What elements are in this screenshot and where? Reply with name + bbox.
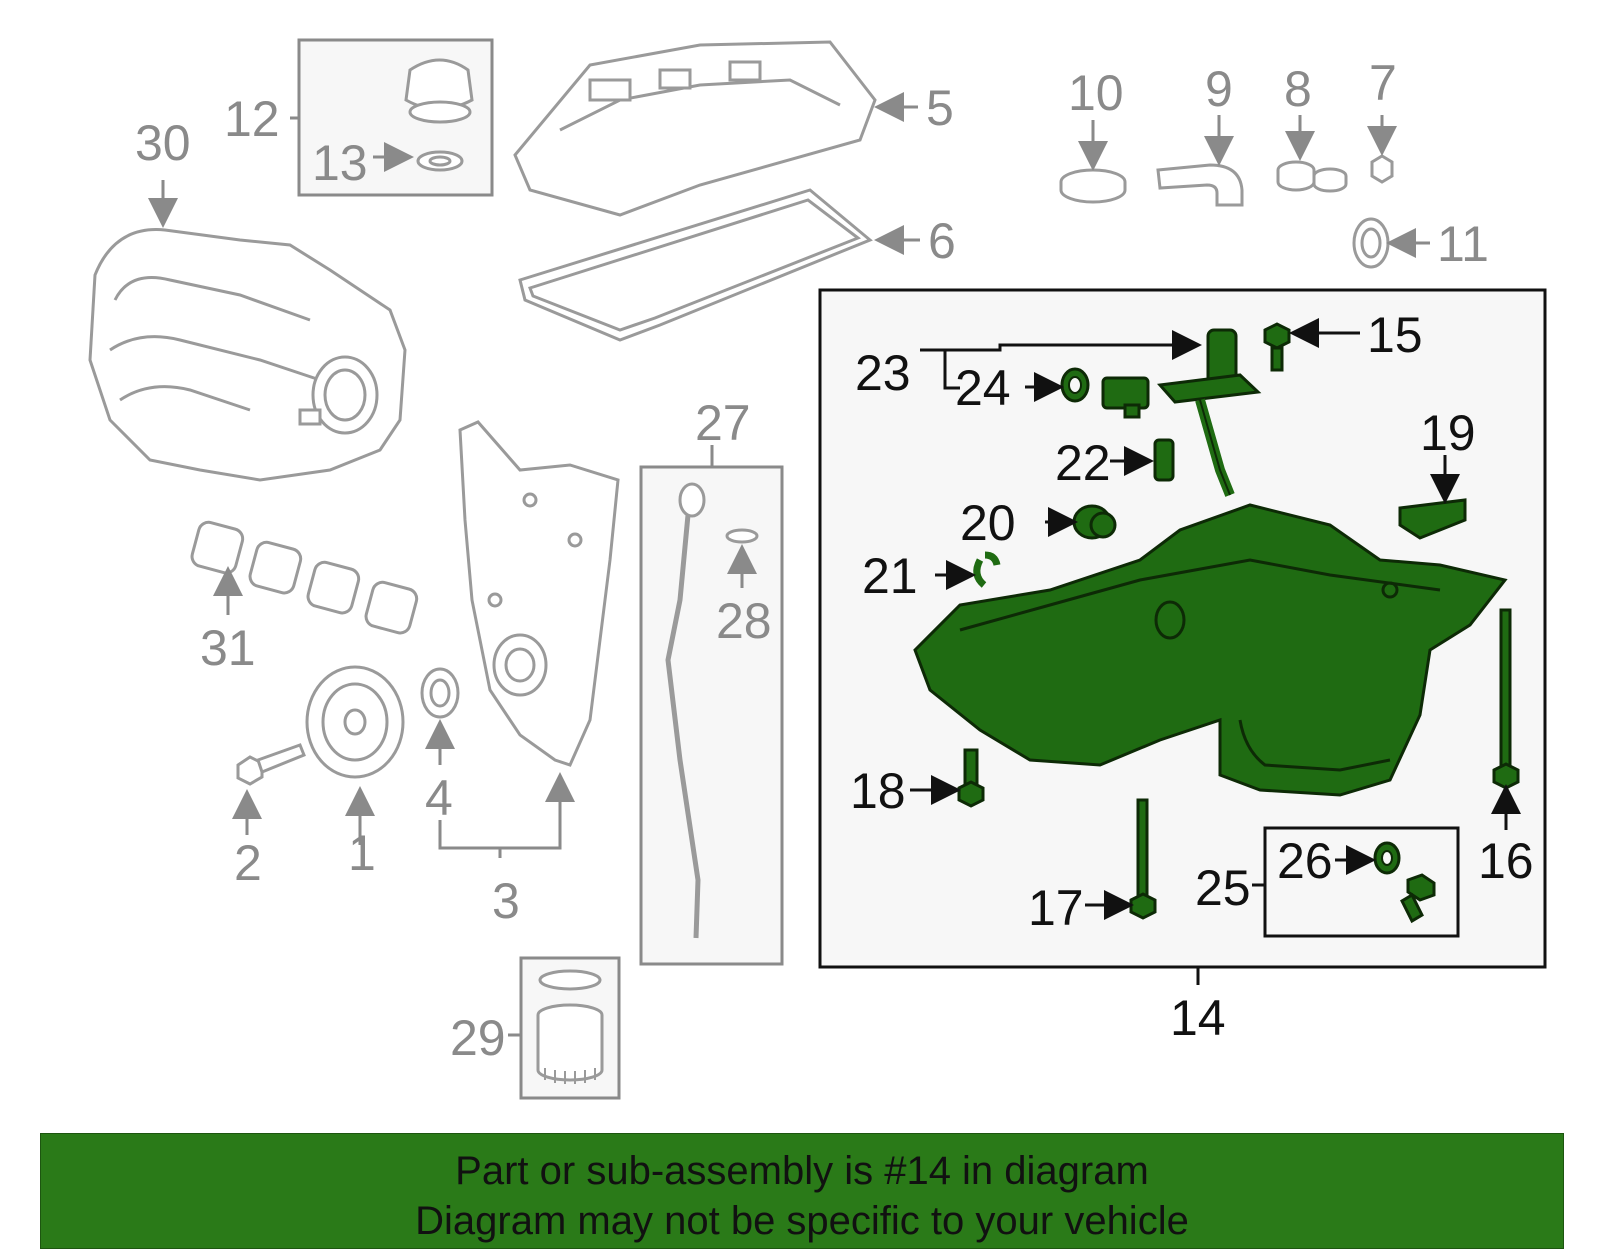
callout-3: 3 (492, 873, 520, 929)
bolt-16[interactable] (1492, 608, 1520, 790)
callout-24: 24 (955, 360, 1011, 416)
plug-7 (1370, 154, 1394, 184)
callout-23: 23 (855, 345, 911, 401)
plug-10 (1059, 168, 1127, 204)
drain-plug-gasket-26[interactable] (1373, 841, 1401, 875)
seal-11 (1352, 217, 1390, 269)
callout-11: 11 (1437, 216, 1489, 272)
crankshaft-pulley (305, 665, 405, 779)
callout-31: 31 (200, 620, 256, 676)
intake-gasket (190, 520, 419, 635)
oil-pan[interactable] (913, 503, 1508, 797)
intake-manifold (88, 228, 407, 482)
callout-17: 17 (1028, 880, 1084, 936)
callout-10: 10 (1068, 65, 1124, 121)
valve-cover-gasket (518, 188, 873, 342)
callout-19: 19 (1420, 405, 1476, 461)
callout-21: 21 (862, 548, 918, 604)
oil-filter (536, 969, 604, 1084)
callout-5: 5 (926, 80, 954, 136)
drain-plug-25[interactable] (1400, 873, 1436, 924)
callout-27: 27 (695, 395, 751, 451)
callout-15: 15 (1367, 307, 1423, 363)
oil-filler-cap-group (297, 38, 494, 197)
valve-cover (513, 40, 877, 217)
callout-22: 22 (1055, 435, 1111, 491)
dowel-22[interactable] (1153, 438, 1175, 482)
callout-26: 26 (1277, 833, 1333, 889)
callout-2: 2 (234, 835, 262, 891)
info-banner: Part or sub-assembly is #14 in diagram D… (40, 1133, 1564, 1249)
plug-20[interactable] (1072, 504, 1117, 540)
banner-line-2: Diagram may not be specific to your vehi… (415, 1199, 1189, 1243)
callout-12: 12 (224, 91, 280, 147)
timing-cover (458, 420, 620, 767)
front-seal (420, 667, 460, 719)
callout-13: 13 (312, 135, 368, 191)
callout-29: 29 (450, 1010, 506, 1066)
oil-dipstick (665, 482, 706, 939)
o-ring-24[interactable] (1060, 367, 1090, 403)
callout-18: 18 (850, 763, 906, 819)
callout-1: 1 (348, 825, 376, 881)
callout-8: 8 (1284, 61, 1312, 117)
clip-21[interactable] (973, 551, 1001, 588)
callout-6: 6 (928, 213, 956, 269)
callout-30: 30 (135, 115, 191, 171)
tube-9 (1156, 163, 1244, 207)
banner-line-1: Part or sub-assembly is #14 in diagram (455, 1149, 1149, 1193)
callout-25: 25 (1195, 860, 1251, 916)
callout-16: 16 (1478, 833, 1534, 889)
pulley-bolt (236, 743, 306, 786)
callout-20: 20 (960, 495, 1016, 551)
callout-28: 28 (716, 593, 772, 649)
callout-7: 7 (1369, 55, 1397, 111)
callout-4: 4 (425, 770, 453, 826)
callout-9: 9 (1205, 61, 1233, 117)
callout-14: 14 (1170, 990, 1226, 1046)
dipstick-o-ring (725, 528, 759, 544)
plug-8 (1276, 160, 1348, 193)
